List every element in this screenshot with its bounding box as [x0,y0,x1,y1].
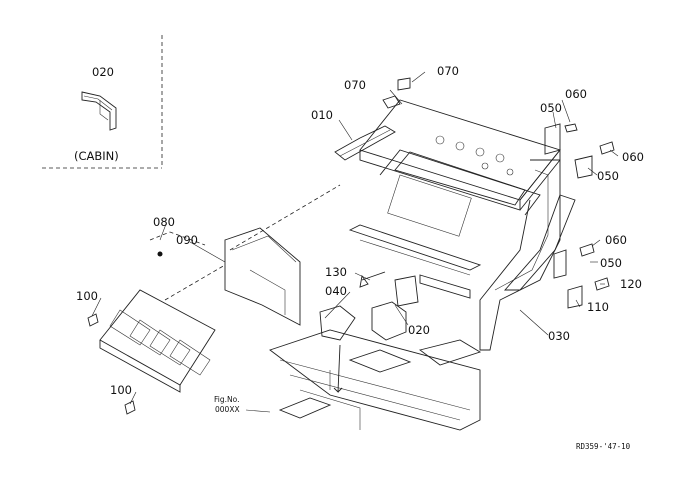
callout-050-b: 050 [597,169,619,183]
frame-structure [269,329,482,431]
callout-130: 130 [325,265,347,279]
callout-020: 020 [408,323,430,337]
callout-120: 120 [620,277,642,291]
callout-070-b: 070 [437,64,459,78]
callout-090: 090 [176,233,198,247]
callout-050-a: 050 [540,101,562,115]
callout-100-a: 100 [76,289,98,303]
callout-070-a: 070 [344,78,366,92]
callout-060-c: 060 [605,233,627,247]
cabin-inset [42,35,163,169]
inset-part-label: 020 [92,65,114,79]
clip-group [149,231,206,257]
leader-lines [91,71,619,413]
upper-bracket [334,125,396,161]
callout-060-a: 060 [565,87,587,101]
callout-110: 110 [587,300,609,314]
bolt-130 [359,271,386,288]
mid-plate [224,227,301,326]
figure-ref-line2: 000XX [215,405,240,414]
bolt-100a [87,313,99,327]
callout-030: 030 [548,329,570,343]
callout-040: 040 [325,284,347,298]
grille-panel [99,289,216,393]
drawing-code: RD359-'47-10 [576,442,631,451]
bolts-070 [382,77,411,109]
inset-caption: (CABIN) [74,149,119,163]
callout-100-b: 100 [110,383,132,397]
bolt-100b [124,400,136,415]
side-rail [504,194,576,291]
callout-050-c: 050 [600,256,622,270]
lower-brackets [319,275,419,341]
inset-bracket [81,91,117,131]
callout-080: 080 [153,215,175,229]
callout-060-b: 060 [622,150,644,164]
bolts-060-050 [544,123,615,309]
callout-010: 010 [311,108,333,122]
cover-panel [348,99,561,351]
figure-ref-line1: Fig.No. [214,395,239,404]
